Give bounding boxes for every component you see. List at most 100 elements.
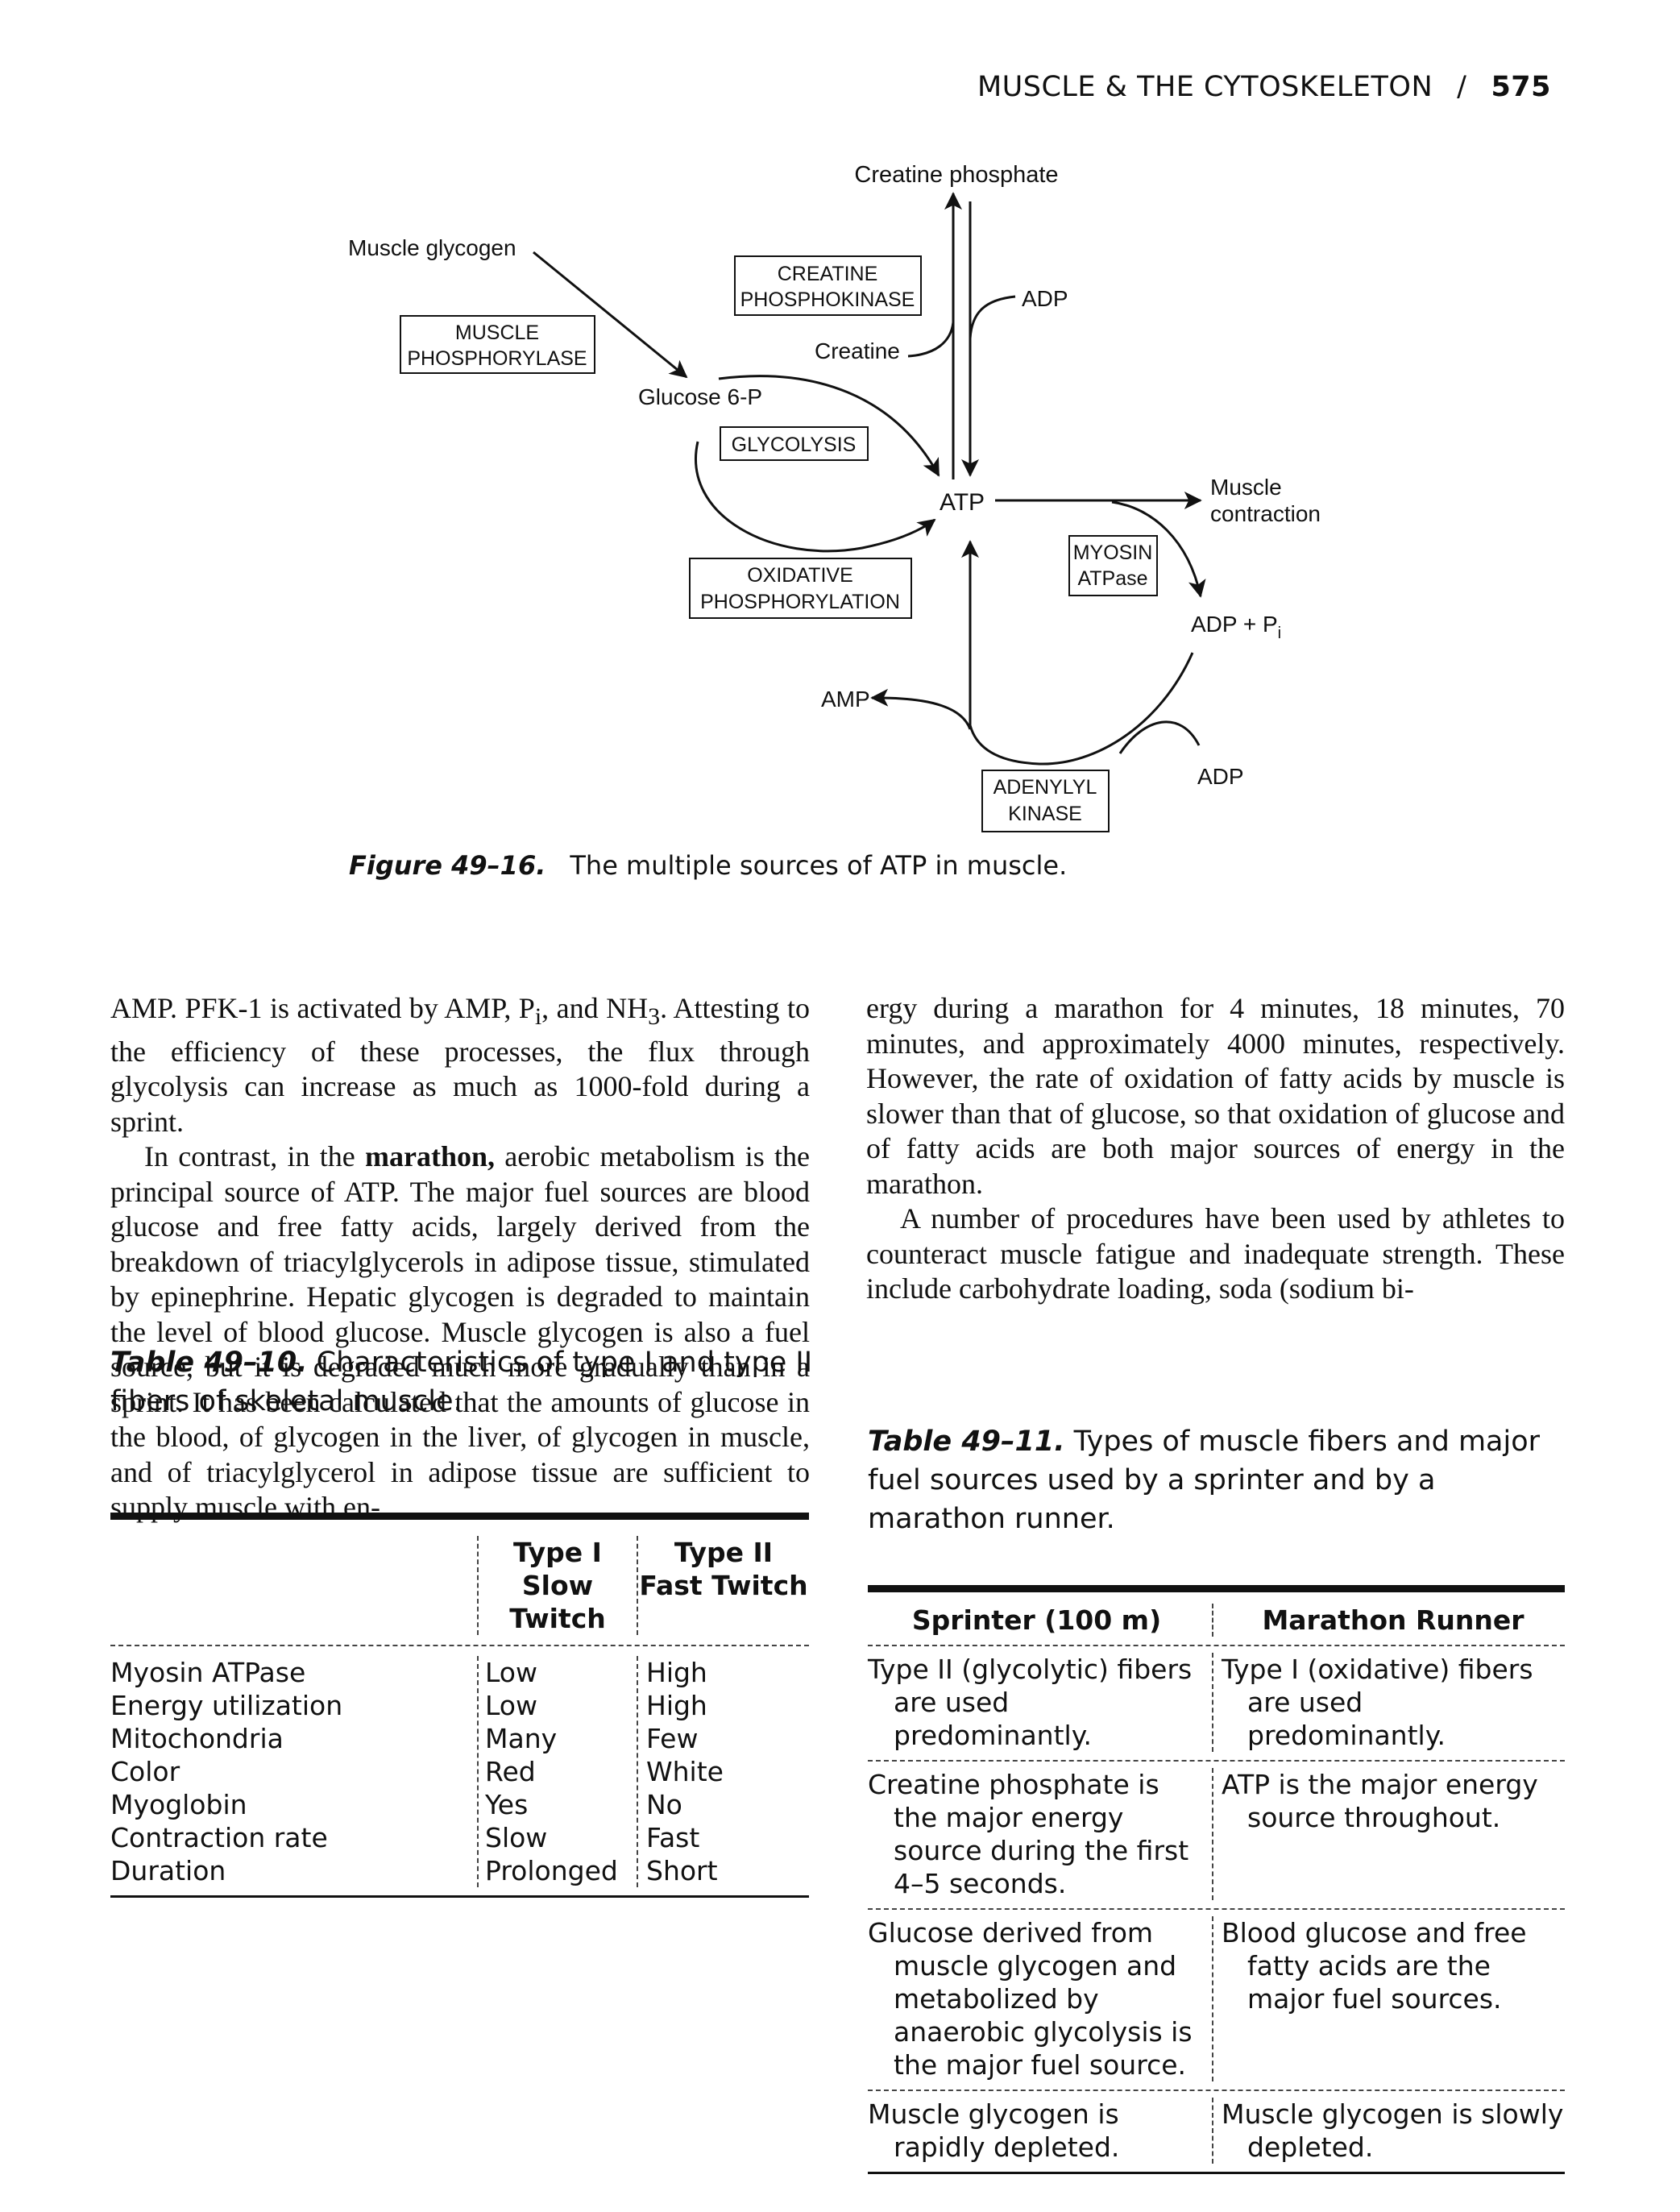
myosin-atpase-box	[1068, 535, 1158, 596]
header-type1-line2: Slow Twitch	[509, 1570, 606, 1634]
glycolysis-box	[720, 426, 869, 461]
atp-sources-diagram: Creatine phosphate Muscle glycogen MUSCL…	[0, 0, 1680, 911]
table-cell: Low	[485, 1657, 537, 1688]
table-cell: Prolonged	[485, 1855, 618, 1886]
marathon-cell-text: Muscle glycogen is slowly depleted.	[1222, 2098, 1564, 2163]
table-row: Type II (glycolytic) fibers are used pre…	[868, 1646, 1565, 1762]
table-row: Myoglobin	[110, 1789, 247, 1820]
marathon-cell-text: Type I (oxidative) fibers are used predo…	[1222, 1654, 1533, 1751]
table-49-10-caption-label: Table 49–10.	[110, 1347, 308, 1379]
header-type2-line1: Type II	[674, 1537, 774, 1568]
muscle-contraction-label-1: Muscle	[1210, 475, 1282, 500]
adenylyl-kinase-label-2: KINASE	[1008, 803, 1082, 825]
adenylyl-u-curve	[969, 652, 1194, 766]
adp-pi-subscript: i	[1278, 625, 1281, 642]
atp-label: ATP	[940, 489, 985, 516]
running-header: MUSCLE & THE CYTOSKELETON / 575	[977, 71, 1551, 103]
table-row: Mitochondria	[110, 1723, 284, 1754]
table-49-10-header-type2: Type II Fast Twitch	[637, 1536, 809, 1635]
table-cell: Slow	[485, 1822, 548, 1853]
table-cell: Red	[485, 1756, 536, 1787]
table-49-11-bottom-rule	[868, 2172, 1565, 2174]
table-row: Glucose derived from muscle glycogen and…	[868, 1910, 1565, 2091]
muscle-phosphorylase-label-1: MUSCLE	[455, 322, 539, 344]
amp-label: AMP	[821, 687, 870, 712]
table-cell: Many	[485, 1723, 558, 1754]
table-49-11-caption-text: Types of muscle fibers and major fuel so…	[868, 1426, 1541, 1535]
marathon-cell: ATP is the major energy source throughou…	[1212, 1768, 1565, 1900]
adenylyl-kinase-box	[981, 770, 1110, 832]
header-type2-line2: Fast Twitch	[639, 1570, 808, 1601]
sprinter-cell-text: Creatine phosphate is the major energy s…	[868, 1769, 1189, 1899]
table-row: Color	[110, 1756, 180, 1787]
table-row: Muscle glycogen is rapidly depleted. Mus…	[868, 2091, 1565, 2172]
oxidative-phosphorylation-box	[689, 558, 912, 619]
table-49-11-caption-label: Table 49–11.	[868, 1426, 1065, 1458]
left-p2-text-b: aerobic metabolism is the principal sour…	[110, 1140, 810, 1524]
glucose-6p-label: Glucose 6-P	[638, 384, 762, 409]
table-49-10-bottom-rule	[110, 1895, 809, 1898]
body-column-left: AMP. PFK-1 is activated by AMP, Pi, and …	[110, 991, 810, 1525]
muscle-phosphorylase-box	[400, 315, 595, 374]
table-49-10-col-type1: Low Low Many Red Yes Slow Prolonged	[477, 1656, 637, 1887]
table-cell: Low	[485, 1690, 537, 1721]
figure-caption: Figure 49–16.The multiple sources of ATP…	[349, 850, 1067, 881]
page-number: 575	[1491, 71, 1551, 103]
table-49-11: Sprinter (100 m) Marathon Runner Type II…	[868, 1585, 1565, 2174]
muscle-glycogen-label: Muscle glycogen	[348, 235, 516, 260]
table-49-10-header-blank	[110, 1536, 477, 1635]
sprinter-cell: Type II (glycolytic) fibers are used pre…	[868, 1653, 1212, 1752]
table-49-10: Type I Slow Twitch Type II Fast Twitch M…	[110, 1513, 809, 1898]
adenylyl-to-amp-arrow	[870, 688, 972, 730]
left-p1-text-b: , and NH	[541, 992, 649, 1024]
running-header-title: MUSCLE & THE CYTOSKELETON	[977, 71, 1433, 103]
left-p2-text-a: In contrast, in the	[144, 1140, 366, 1173]
sprinter-cell-text: Type II (glycolytic) fibers are used pre…	[868, 1654, 1193, 1751]
oxidative-phosphorylation-label-1: OXIDATIVE	[747, 564, 853, 587]
left-paragraph-2: In contrast, in the marathon, aerobic me…	[110, 1139, 810, 1525]
table-row: Energy utilization	[110, 1690, 343, 1721]
creatine-label: Creatine	[815, 338, 900, 363]
marathon-cell: Blood glucose and free fatty acids are t…	[1212, 1916, 1565, 2081]
myosin-atpase-label-1: MYOSIN	[1073, 542, 1153, 564]
running-header-separator: /	[1457, 71, 1467, 103]
table-row: Duration	[110, 1855, 226, 1886]
adp-top-label: ADP	[1022, 286, 1068, 311]
adp-pi-label: ADP + Pi	[1191, 612, 1281, 642]
contraction-to-adp-pi-arrow	[1111, 500, 1206, 598]
body-column-right: ergy during a marathon for 4 minutes, 18…	[866, 991, 1565, 1307]
creatine-phosphokinase-label-2: PHOSPHOKINASE	[740, 288, 915, 311]
creatine-phosphokinase-label-1: CREATINE	[778, 263, 878, 285]
table-49-10-caption: Table 49–10. Characteristics of type I a…	[110, 1343, 819, 1421]
table-49-10-header-type1: Type I Slow Twitch	[477, 1536, 637, 1635]
table-cell: Yes	[485, 1789, 529, 1820]
creatine-curve	[907, 322, 955, 358]
table-49-11-caption: Table 49–11. Types of muscle fibers and …	[868, 1422, 1577, 1538]
oxidative-phosphorylation-label-2: PHOSPHORYLATION	[700, 591, 900, 613]
glycolysis-to-atp-arrow	[718, 375, 940, 477]
left-paragraph-1: AMP. PFK-1 is activated by AMP, Pi, and …	[110, 991, 810, 1139]
table-49-10-body: Myosin ATPase Energy utilization Mitocho…	[110, 1646, 809, 1895]
table-cell: High	[646, 1690, 707, 1721]
muscle-contraction-label-2: contraction	[1210, 501, 1321, 526]
sprinter-cell: Muscle glycogen is rapidly depleted.	[868, 2098, 1212, 2164]
left-p1-subscript-3: 3	[648, 1003, 661, 1031]
marathon-cell: Muscle glycogen is slowly depleted.	[1212, 2098, 1565, 2164]
sprinter-cell-text: Glucose derived from muscle glycogen and…	[868, 1917, 1193, 2081]
table-cell: Few	[646, 1723, 699, 1754]
left-p1-text-c: . Attesting to the efficiency of these p…	[110, 992, 810, 1138]
table-cell: High	[646, 1657, 707, 1688]
left-p1-text-a: AMP. PFK-1 is activated by AMP, P	[110, 992, 535, 1024]
marathon-cell: Type I (oxidative) fibers are used predo…	[1212, 1653, 1565, 1752]
table-49-10-caption-text: Characteristics of type I and type II fi…	[110, 1347, 813, 1417]
creatine-phosphokinase-box	[734, 255, 922, 316]
table-49-10-col-characteristic: Myosin ATPase Energy utilization Mitocho…	[110, 1656, 477, 1887]
right-paragraph-1: ergy during a marathon for 4 minutes, 18…	[866, 992, 1565, 1200]
table-cell: White	[646, 1756, 724, 1787]
header-type1-line1: Type I	[513, 1537, 602, 1568]
table-row: Myosin ATPase	[110, 1657, 306, 1688]
adenylyl-kinase-label-1: ADENYLYL	[993, 776, 1097, 799]
table-row: Creatine phosphate is the major energy s…	[868, 1762, 1565, 1910]
left-p1-subscript-i: i	[534, 1003, 542, 1031]
